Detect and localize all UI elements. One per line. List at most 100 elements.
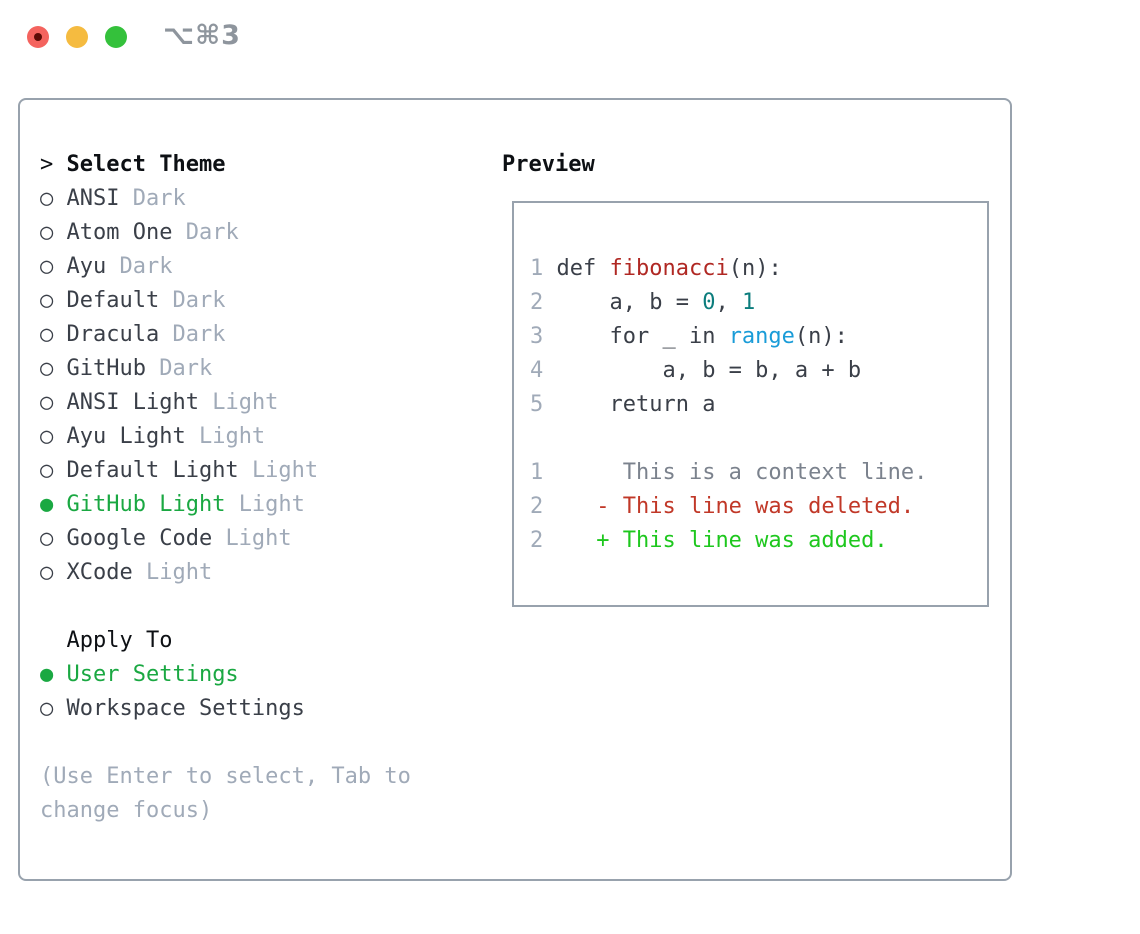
theme-name: Google Code [53,526,226,551]
line-number [530,426,557,451]
theme-option-default[interactable]: ○ Default Dark [40,284,318,318]
code-segment: a, b = b, a + b [556,358,862,383]
theme-name: Ayu Light [53,424,199,449]
radio-icon: ○ [40,458,54,483]
code-segment: 1 [741,290,756,315]
radio-icon: ○ [40,220,54,245]
close-button[interactable] [27,26,49,48]
radio-icon: ● [40,662,54,687]
code-line [530,422,987,456]
line-number: 3 [530,324,557,349]
code-segment: + This line was added. [556,528,888,553]
code-segment: a, b = [556,290,703,315]
theme-name: GitHub [53,356,160,381]
radio-icon: ○ [40,254,54,279]
code-segment: for _ in [556,324,729,349]
code-line: 2 - This line was deleted. [530,490,987,524]
theme-name: Default [53,288,173,313]
theme-option-default-light[interactable]: ○ Default Light Light [40,454,318,488]
code-line: 3 for _ in range(n): [530,320,987,354]
apply-to-list: ● User Settings○ Workspace Settings [40,658,305,726]
code-segment: This is a context line. [556,460,928,485]
theme-tag: Dark [185,220,239,245]
theme-option-github[interactable]: ○ GitHub Dark [40,352,318,386]
radio-icon: ● [40,492,54,517]
theme-name: Dracula [53,322,173,347]
theme-option-dracula[interactable]: ○ Dracula Dark [40,318,318,352]
theme-option-github-light[interactable]: ● GitHub Light Light [40,488,318,522]
code-segment: (n): [794,324,848,349]
apply-to-header: Apply To [66,628,173,653]
apply-option-workspace-settings[interactable]: ○ Workspace Settings [40,692,305,726]
theme-option-atom-one[interactable]: ○ Atom One Dark [40,216,318,250]
theme-name: XCode [53,560,146,585]
code-line: 2 + This line was added. [530,524,987,558]
theme-option-ansi-light[interactable]: ○ ANSI Light Light [40,386,318,420]
preview-title: Preview [502,152,595,177]
zoom-button[interactable] [105,26,127,48]
theme-option-xcode[interactable]: ○ XCode Light [40,556,318,590]
theme-list: ○ ANSI Dark○ Atom One Dark○ Ayu Dark○ De… [40,182,318,590]
theme-tag: Light [145,560,213,585]
radio-icon: ○ [40,526,54,551]
apply-option-name: Workspace Settings [53,696,305,721]
theme-tag: Light [238,492,305,517]
code-segment: 0 [702,290,716,315]
code-line: 1 This is a context line. [530,456,987,490]
apply-option-user-settings[interactable]: ● User Settings [40,658,305,692]
radio-icon: ○ [40,356,54,381]
radio-icon: ○ [40,390,54,415]
radio-icon: ○ [40,322,54,347]
code-line: 2 a, b = 0, 1 [530,286,987,320]
radio-icon: ○ [40,696,54,721]
code-segment: - This line was deleted. [556,494,915,519]
line-number: 5 [530,392,557,417]
theme-option-google-code[interactable]: ○ Google Code Light [40,522,318,556]
code-segment: def [556,256,610,281]
code-line: 5 return a [530,388,987,422]
theme-name: Ayu [53,254,120,279]
code-segment: fibonacci [609,256,729,281]
radio-icon: ○ [40,560,54,585]
apply-option-name: User Settings [53,662,239,687]
theme-name: Atom One [53,220,186,245]
line-number: 2 [530,290,557,315]
title-bar: ⌥⌘3 [0,0,1140,74]
line-number: 4 [530,358,557,383]
theme-option-ayu-light[interactable]: ○ Ayu Light Light [40,420,318,454]
theme-picker-panel: > Select Theme ○ ANSI Dark○ Atom One Dar… [18,98,1012,881]
radio-icon: ○ [40,288,54,313]
radio-icon: ○ [40,424,54,449]
window-title: ⌥⌘3 [163,20,241,51]
theme-name: ANSI Light [53,390,213,415]
theme-name: GitHub Light [53,492,239,517]
theme-tag: Dark [132,186,186,211]
theme-tag: Dark [159,356,213,381]
line-number: 2 [530,494,557,519]
theme-option-ayu[interactable]: ○ Ayu Dark [40,250,318,284]
select-theme-header: > Select Theme [40,148,225,182]
theme-name: ANSI [53,186,133,211]
cursor-prefix: > [40,152,67,177]
theme-tag: Dark [119,254,173,279]
code-line: 1 def fibonacci(n): [530,252,987,286]
theme-tag: Light [251,458,319,483]
radio-icon: ○ [40,186,54,211]
help-line: (Use Enter to select, Tab to [40,764,411,789]
line-number: 1 [530,460,557,485]
theme-tag: Light [225,526,292,551]
line-number: 1 [530,256,557,281]
theme-tag: Light [198,424,266,449]
theme-option-ansi[interactable]: ○ ANSI Dark [40,182,318,216]
theme-tag: Light [212,390,279,415]
code-segment: , [715,290,742,315]
select-theme-title: Select Theme [66,152,226,177]
code-line: 4 a, b = b, a + b [530,354,987,388]
minimize-button[interactable] [66,26,88,48]
theme-tag: Dark [172,288,226,313]
theme-tag: Dark [172,322,226,347]
code-segment: range [728,324,795,349]
